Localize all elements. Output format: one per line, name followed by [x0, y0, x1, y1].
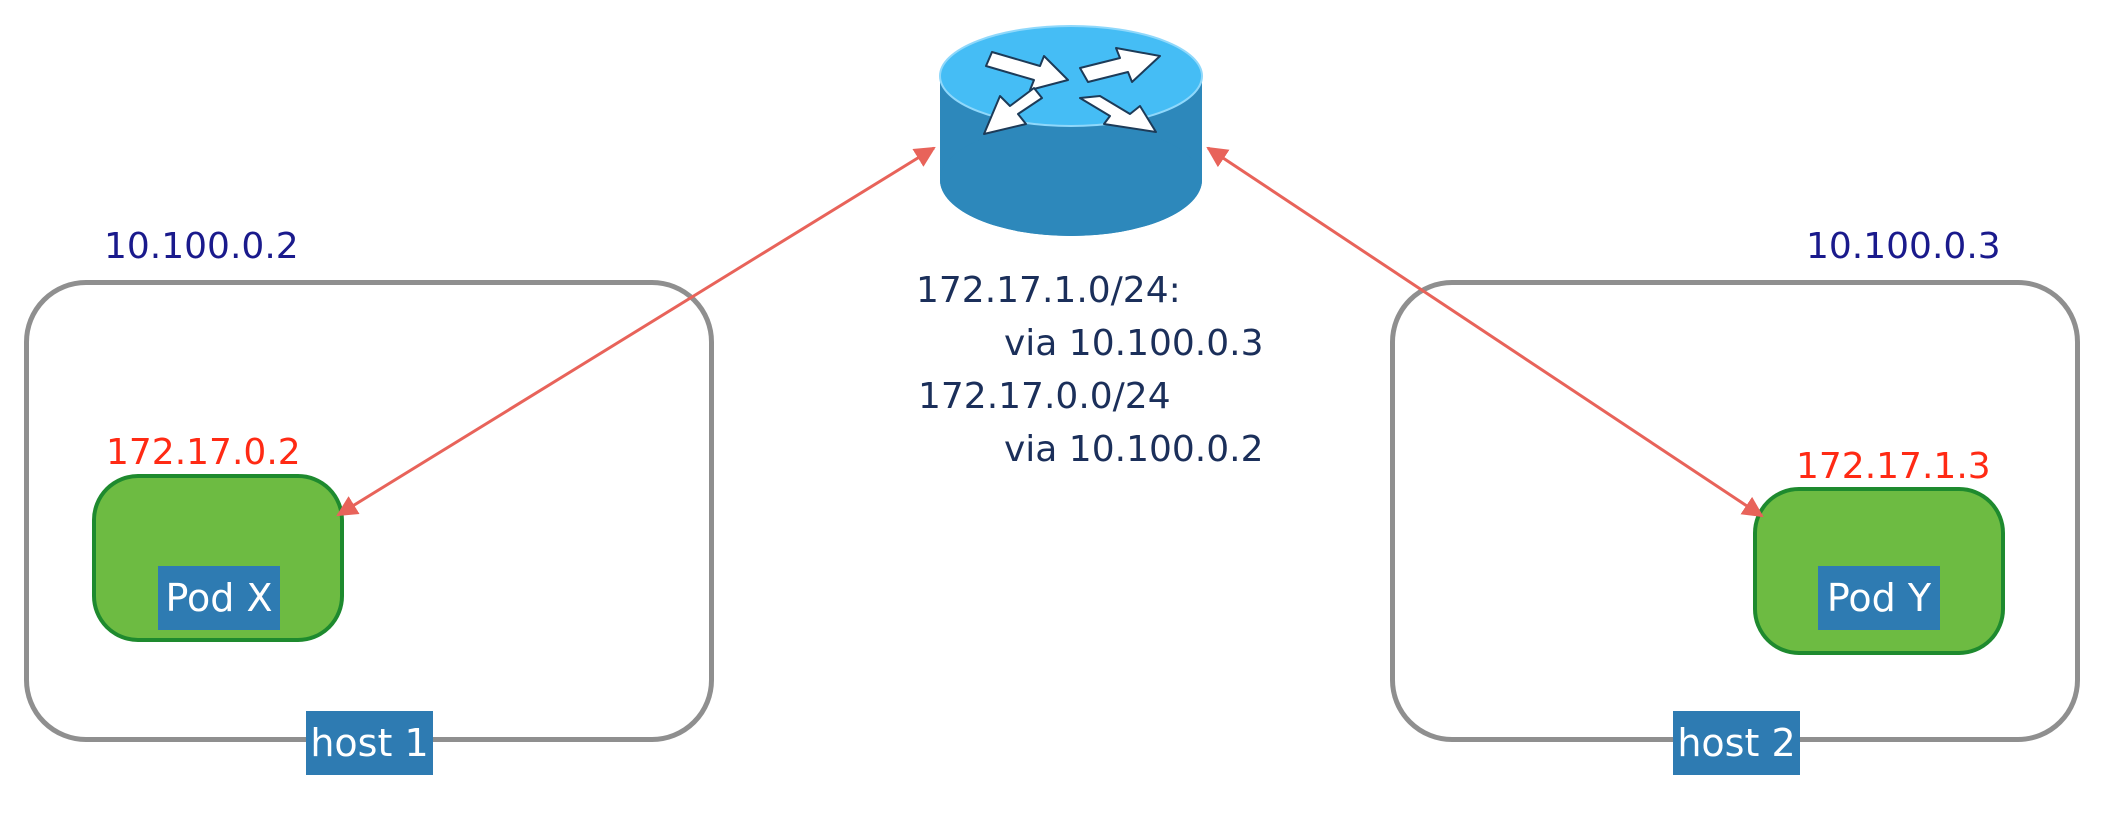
router-icon — [939, 25, 1203, 236]
pod-x-ip: 172.17.0.2 — [106, 432, 301, 473]
route-2-destination: 172.17.0.0/24 — [918, 376, 1171, 417]
host-1-label: host 1 — [306, 711, 433, 775]
pod-x-label: Pod X — [158, 566, 280, 630]
host-2-label: host 2 — [1673, 711, 1800, 775]
pod-y-ip: 172.17.1.3 — [1796, 446, 1991, 487]
link-pod-x-router — [336, 146, 936, 517]
host-1-ip: 10.100.0.2 — [104, 226, 299, 267]
link-router-pod-y — [1206, 146, 1764, 518]
pod-y-label: Pod Y — [1818, 566, 1940, 630]
host-2-ip: 10.100.0.3 — [1806, 226, 2001, 267]
route-1-destination: 172.17.1.0/24: — [916, 270, 1181, 311]
